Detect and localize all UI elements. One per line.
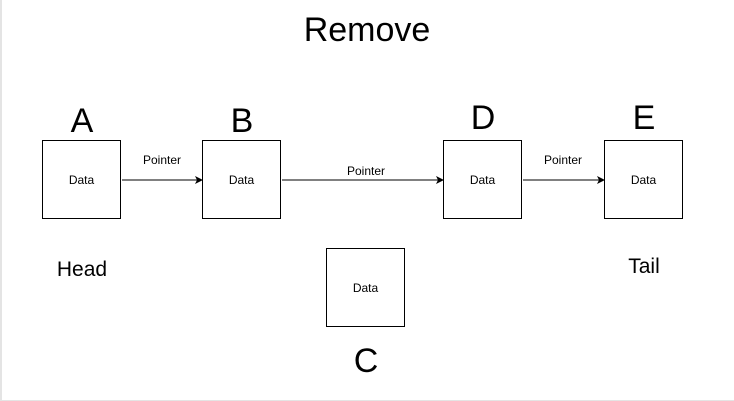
node-d-letter: D bbox=[470, 99, 496, 137]
node-c-letter: C bbox=[353, 342, 379, 380]
node-b-data-label: Data bbox=[228, 172, 255, 187]
head-label: Head bbox=[56, 258, 108, 281]
pointer-label-d-e: Pointer bbox=[543, 153, 583, 167]
diagram-title: Remove bbox=[303, 11, 431, 49]
node-a-letter: A bbox=[70, 102, 94, 140]
node-e-letter: E bbox=[632, 99, 656, 137]
node-e-box[interactable]: Data bbox=[604, 140, 683, 219]
node-e-data-label: Data bbox=[630, 172, 657, 187]
tail-label: Tail bbox=[628, 255, 660, 278]
canvas-left-border bbox=[0, 0, 2, 401]
node-a-data-label: Data bbox=[68, 172, 95, 187]
node-d-box[interactable]: Data bbox=[443, 140, 522, 219]
pointer-label-a-b: Pointer bbox=[142, 153, 182, 167]
node-c-box[interactable]: Data bbox=[326, 248, 405, 327]
node-b-box[interactable]: Data bbox=[202, 140, 281, 219]
node-d-data-label: Data bbox=[469, 172, 496, 187]
pointer-label-b-d: Pointer bbox=[346, 164, 386, 178]
node-b-letter: B bbox=[230, 102, 254, 140]
node-c-data-label: Data bbox=[352, 280, 379, 295]
node-a-box[interactable]: Data bbox=[42, 140, 121, 219]
